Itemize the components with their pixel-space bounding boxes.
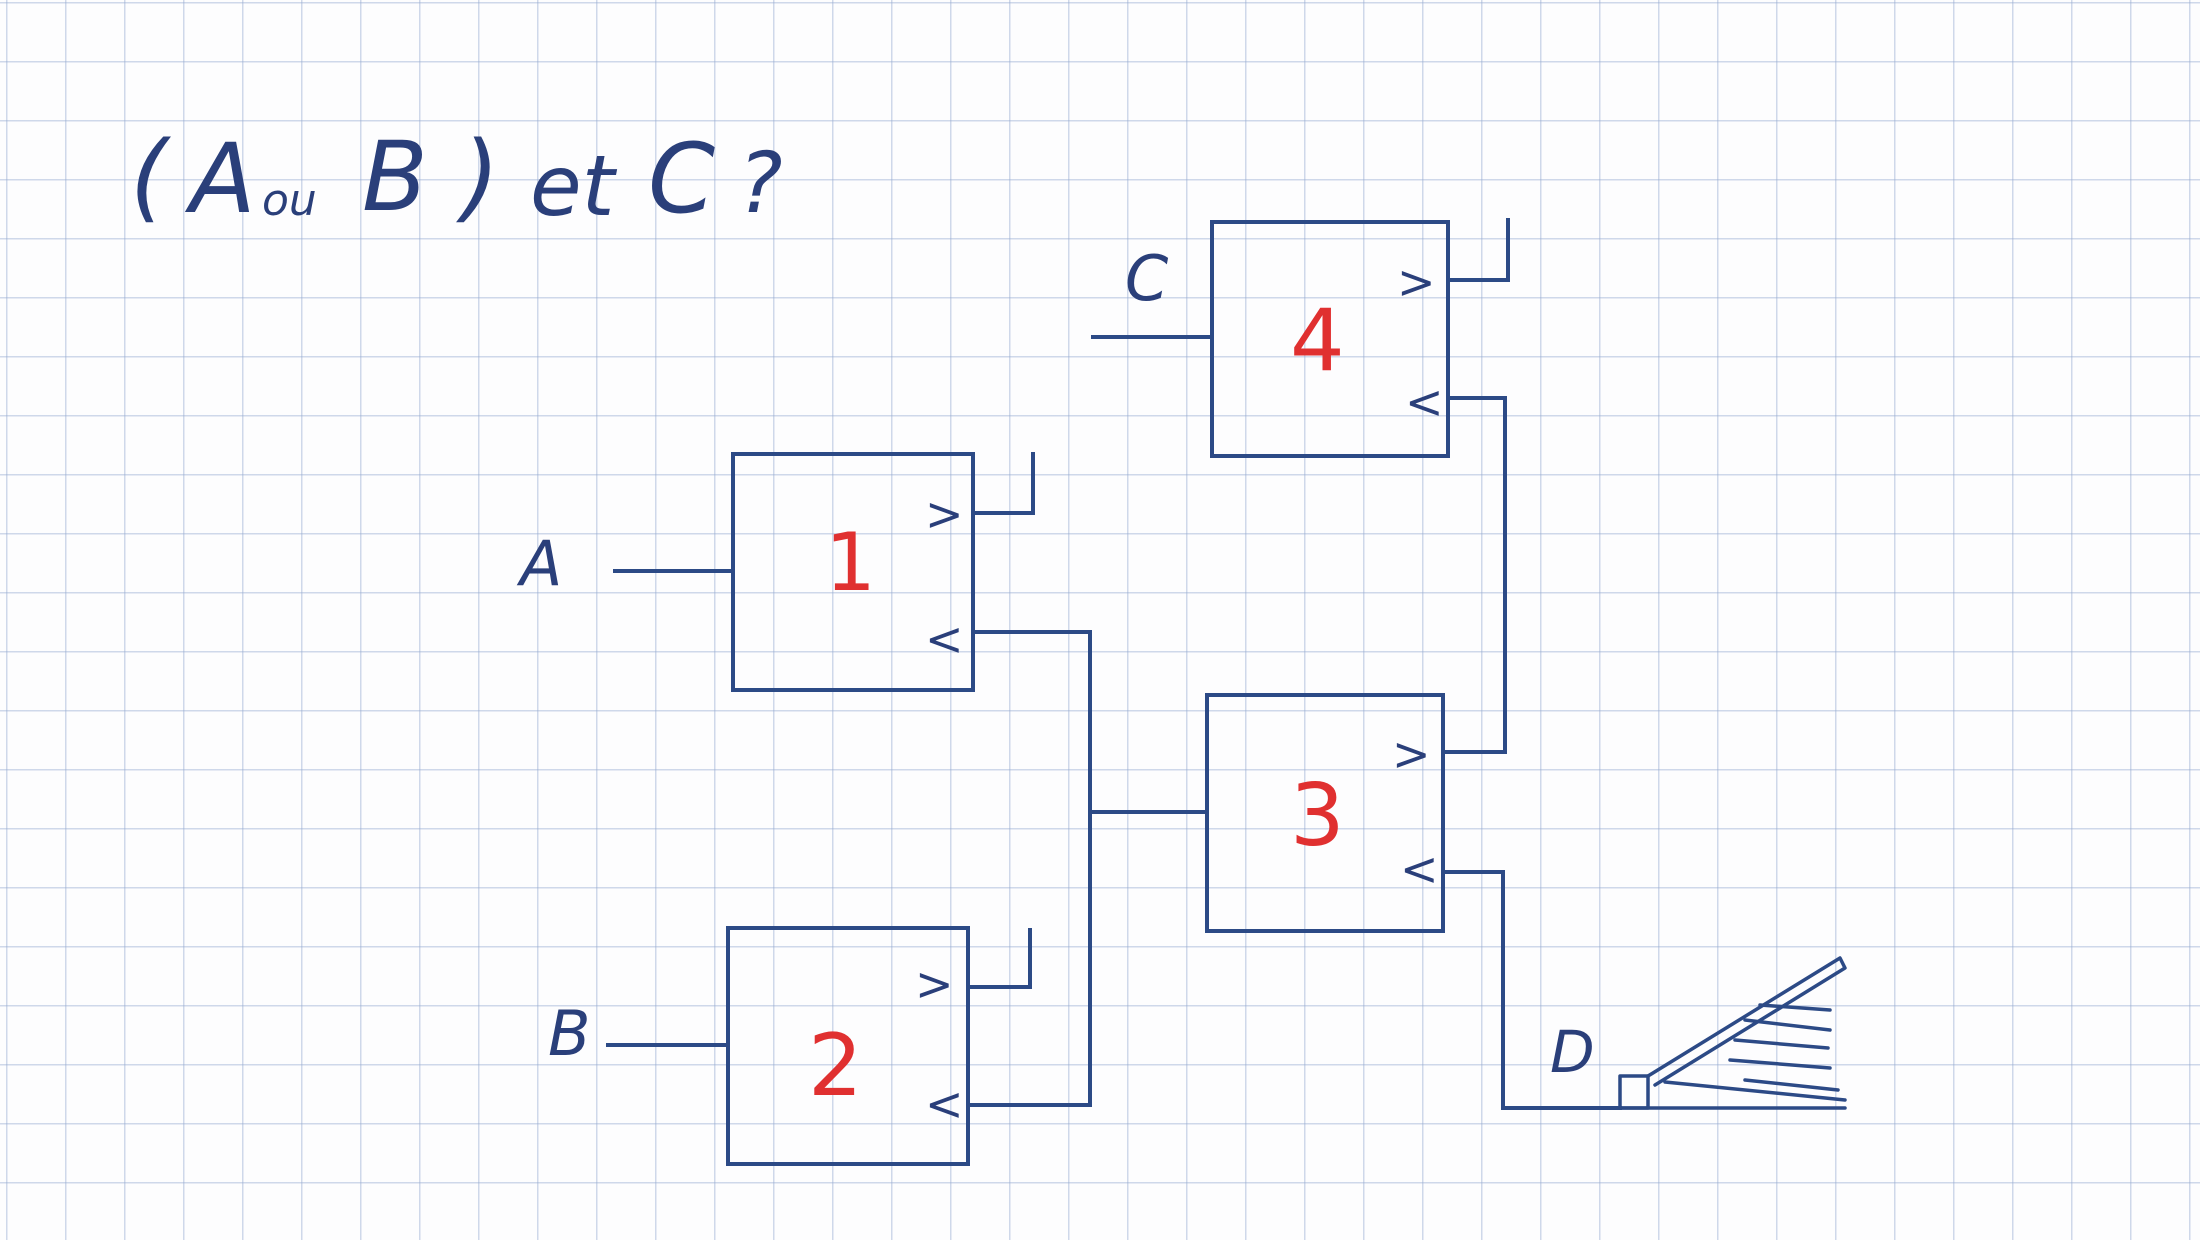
input-label-a: A (516, 527, 562, 600)
title-var-a: A (184, 123, 256, 235)
title-expression: ( A ou B ) et C ? (130, 121, 783, 235)
title-question: ? (738, 134, 783, 232)
block-2-port-less: < (925, 1077, 964, 1131)
block-2-port-greater: > (915, 957, 954, 1011)
fan-blade-bottom (1663, 1080, 1847, 1102)
block-4: 4 > < (1210, 220, 1450, 458)
title-var-b: B (362, 121, 428, 233)
block-1-port-less: < (925, 612, 964, 666)
fan-stroke-1 (1758, 1003, 1832, 1012)
wire-block-1-greater-stub (971, 452, 1035, 515)
block-2-number: 2 (808, 1016, 863, 1116)
block-4-number: 4 (1290, 291, 1345, 391)
block-3: 3 > < (1205, 693, 1445, 933)
title-et: et (530, 137, 618, 235)
block-4-port-less: < (1405, 375, 1444, 429)
wire-block-4-greater-stub (1446, 218, 1510, 282)
block-1-port-greater: > (925, 487, 964, 541)
title-close-paren: ) (456, 121, 499, 233)
block-3-port-greater: > (1392, 727, 1431, 781)
block-1-number: 1 (825, 516, 876, 609)
wire-output-d (1441, 870, 1622, 1110)
fan-stroke-5 (1743, 1078, 1840, 1092)
input-label-c: C (1125, 242, 1169, 315)
title-open-paren: ( (130, 121, 171, 233)
fan-stroke-3 (1733, 1038, 1830, 1050)
fan-blade-top (1646, 956, 1847, 1087)
output-label-d: D (1550, 1018, 1595, 1086)
block-4-port-greater: > (1397, 255, 1436, 309)
title-var-c: C (648, 123, 715, 235)
wire-block-2-greater-stub (966, 928, 1032, 989)
fan-stroke-2 (1743, 1018, 1832, 1032)
block-3-port-less: < (1400, 842, 1439, 896)
wires (606, 218, 1622, 1110)
wire-block-3-block-4-link (1441, 396, 1507, 754)
title-ou: ou (262, 175, 317, 226)
block-2: 2 > < (726, 926, 970, 1166)
block-1: 1 > < (731, 452, 975, 692)
wire-or-bus (966, 630, 1092, 1107)
output-fan-icon (1618, 956, 1847, 1110)
fan-base (1618, 1074, 1650, 1110)
fan-stroke-4 (1728, 1058, 1832, 1070)
input-label-b: B (548, 997, 591, 1070)
block-3-number: 3 (1290, 766, 1345, 866)
